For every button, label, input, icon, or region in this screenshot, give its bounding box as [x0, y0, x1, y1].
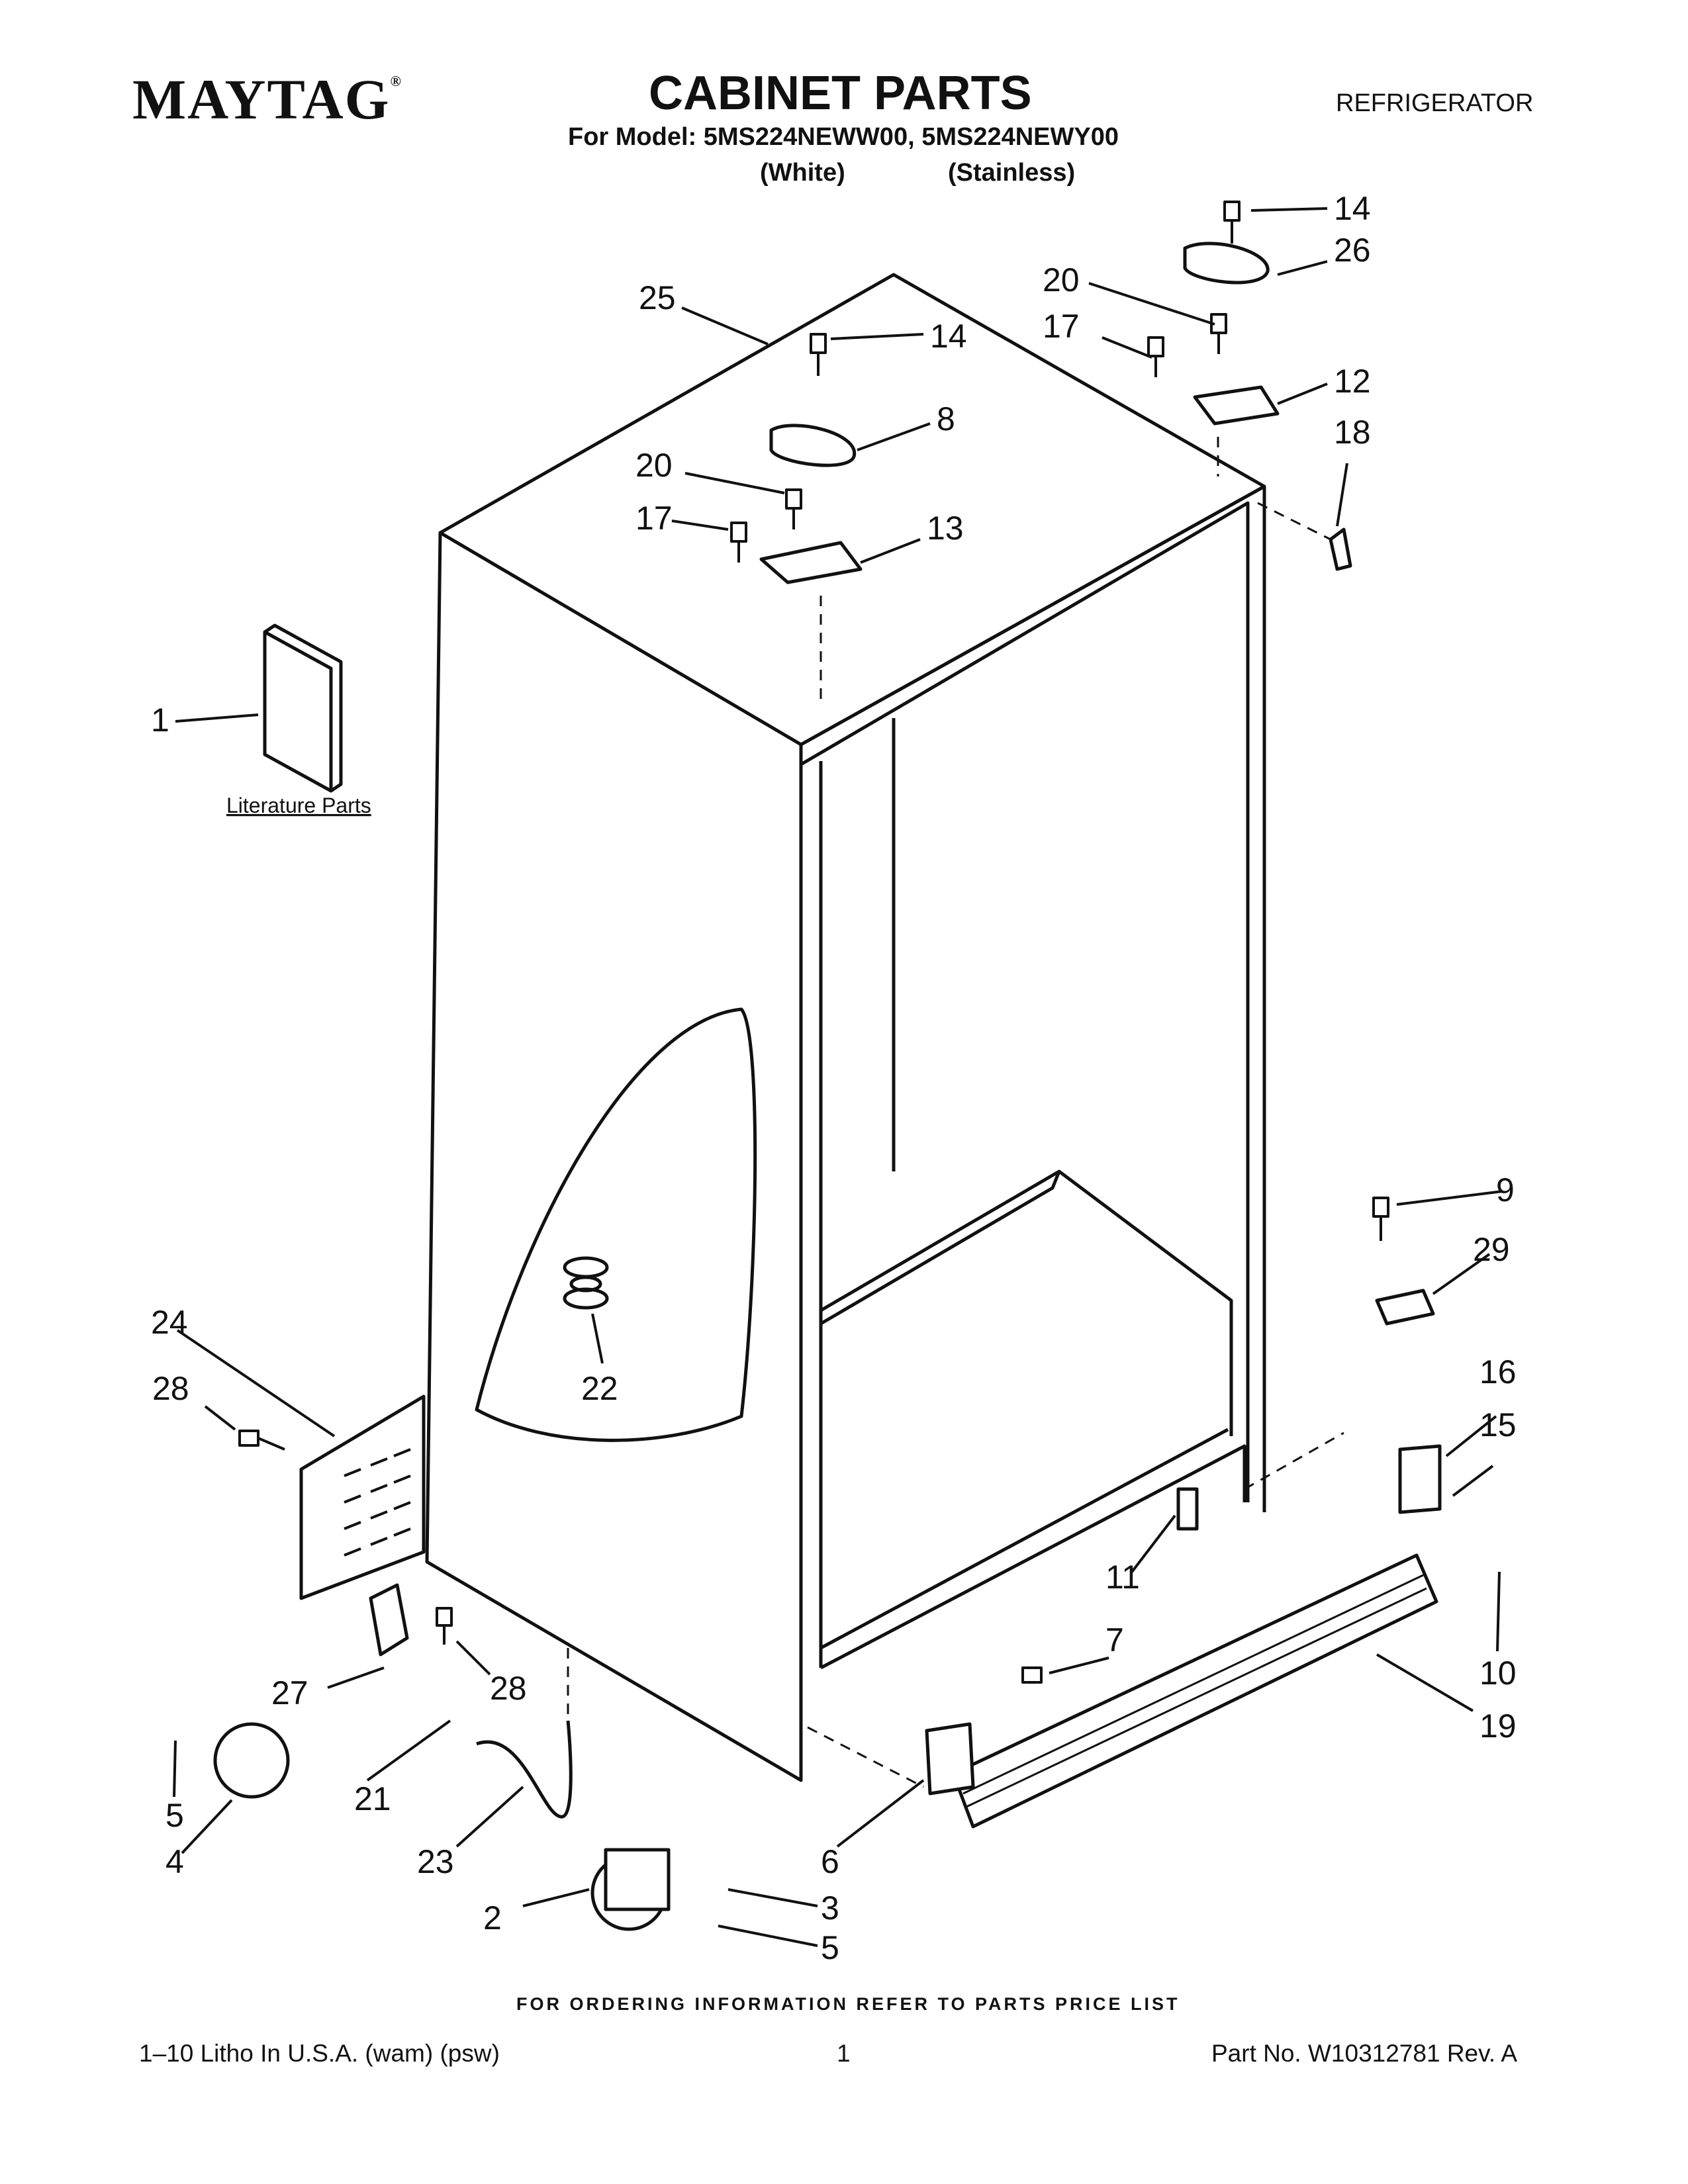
- variant-stainless: (Stainless): [948, 159, 1076, 187]
- bracket-6: [925, 1722, 975, 1796]
- callout-16: 16: [1479, 1353, 1517, 1390]
- callout-6: 6: [821, 1843, 839, 1880]
- screws: [238, 201, 1389, 1684]
- callout-8: 8: [937, 400, 955, 437]
- top-hinge-right: [1193, 385, 1280, 426]
- callout-14-left: 14: [930, 318, 967, 355]
- callout-10: 10: [1479, 1655, 1517, 1692]
- callout-21: 21: [354, 1780, 391, 1817]
- rear-grille: [299, 1394, 426, 1600]
- callout-24: 24: [151, 1304, 188, 1341]
- callout-12: 12: [1334, 363, 1371, 400]
- hinge-cover-left: [769, 424, 857, 467]
- callout-23: 23: [417, 1843, 454, 1880]
- ordering-info: FOR ORDERING INFORMATION REFER TO PARTS …: [516, 1994, 1180, 2014]
- page-number: 1: [837, 2040, 851, 2067]
- callout-17-right: 17: [1043, 308, 1080, 345]
- callout-27: 27: [271, 1674, 308, 1711]
- variant-white: (White): [760, 159, 845, 187]
- leader-lines: [173, 207, 1503, 1947]
- literature-booklet: [263, 630, 333, 793]
- top-hinge-left: [759, 541, 863, 584]
- hinge-cover-right: [1183, 242, 1270, 285]
- callout-7: 7: [1105, 1621, 1124, 1659]
- callout-25: 25: [639, 279, 676, 316]
- hinge-shim-18: [1329, 527, 1352, 571]
- callout-3: 3: [821, 1889, 839, 1927]
- part-number: Part No. W10312781 Rev. A: [1211, 2040, 1518, 2067]
- callout-20-left: 20: [635, 447, 673, 484]
- callout-18: 18: [1334, 414, 1371, 451]
- callout-22: 22: [581, 1370, 618, 1407]
- callout-numbers: 14 26 20 25 17 12 14 18 8 20 17 13 1 9 2…: [151, 190, 1517, 1966]
- cutaway-view: [475, 1007, 757, 1442]
- literature-parts-label: Literature Parts: [226, 794, 371, 817]
- alignment-lines: [567, 437, 1344, 1788]
- callout-15: 15: [1479, 1406, 1517, 1443]
- callout-28-left: 28: [152, 1370, 189, 1407]
- callout-29: 29: [1473, 1231, 1510, 1268]
- cabinet-drawing: [213, 201, 1442, 1931]
- callout-4: 4: [165, 1843, 184, 1880]
- clip-11: [1176, 1487, 1199, 1531]
- appliance-category: REFRIGERATOR: [1336, 89, 1534, 117]
- callout-2: 2: [483, 1899, 502, 1936]
- callout-19: 19: [1479, 1707, 1517, 1745]
- water-tube: [476, 1720, 573, 1819]
- callout-26: 26: [1334, 232, 1371, 269]
- callout-17-left: 17: [635, 500, 673, 537]
- litho-info: 1–10 Litho In U.S.A. (wam) (psw): [139, 2040, 500, 2067]
- rear-roller: [213, 1722, 290, 1799]
- bottom-hinge-pin: [1398, 1444, 1442, 1514]
- callout-5-right: 5: [821, 1929, 839, 1966]
- callout-5-left: 5: [165, 1797, 184, 1834]
- model-numbers: For Model: 5MS224NEWW00, 5MS224NEWY00: [568, 123, 1119, 151]
- callout-14-top-right: 14: [1334, 190, 1371, 227]
- callout-1: 1: [151, 702, 169, 739]
- page-title: CABINET PARTS: [649, 67, 1032, 120]
- bracket-29: [1375, 1289, 1435, 1326]
- bracket-27: [369, 1583, 409, 1657]
- callout-28-lower: 28: [490, 1670, 527, 1707]
- callout-20-right: 20: [1043, 261, 1080, 298]
- callout-9: 9: [1496, 1171, 1515, 1208]
- callout-11: 11: [1105, 1559, 1140, 1596]
- grille-slots: [344, 1448, 411, 1557]
- callout-13: 13: [927, 510, 964, 547]
- brand-logo: MAYTAG®: [132, 68, 402, 131]
- registered-mark: ®: [390, 73, 402, 89]
- base-grille: [951, 1553, 1438, 1829]
